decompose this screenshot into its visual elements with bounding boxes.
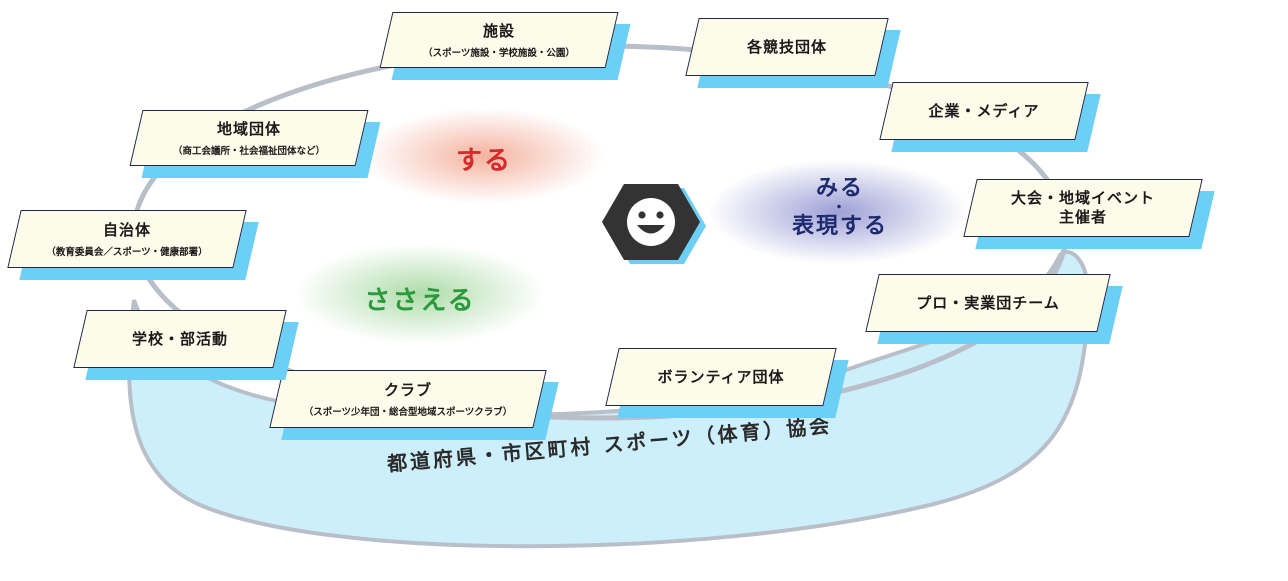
node-local-gov-sub: （教育委員会／スポーツ・健康部署） [46, 246, 208, 258]
miru-glow [708, 160, 968, 264]
node-community-groups: 地域団体 （商工会議所・社会福祉団体など） [129, 110, 381, 178]
node-sports-orgs-title: 各競技団体 [746, 37, 827, 56]
role-suru: する [434, 140, 534, 177]
node-clubs-sub: （スポーツ少年団・総合型地域スポーツクラブ） [303, 406, 513, 418]
node-clubs-title: クラブ [383, 380, 432, 399]
node-schools: 学校・部活動 [73, 310, 299, 380]
role-miru: みる ・ 表現する [770, 178, 910, 238]
node-companies-media: 企業・メディア [879, 82, 1101, 152]
node-pro-teams-title: プロ・実業団チーム [916, 293, 1060, 312]
node-facilities: 施設 （スポーツ施設・学校施設・公園） [379, 12, 631, 80]
role-miru-line2: ・ [832, 200, 848, 216]
smiling-face-hexagon-icon [602, 184, 706, 264]
node-event-organizers: 大会・地域イベント 主催者 [963, 179, 1215, 249]
node-sports-orgs: 各競技団体 [685, 18, 901, 88]
node-companies-media-title: 企業・メディア [928, 101, 1040, 120]
node-community-groups-title: 地域団体 [216, 119, 281, 138]
node-schools-title: 学校・部活動 [131, 329, 228, 348]
node-clubs: クラブ （スポーツ少年団・総合型地域スポーツクラブ） [269, 370, 559, 440]
node-event-organizers-title2: 主催者 [1058, 208, 1107, 226]
node-community-groups-sub: （商工会議所・社会福祉団体など） [172, 145, 325, 157]
suru-glow [364, 108, 604, 204]
role-sasaeru: ささえる [350, 280, 490, 317]
node-facilities-sub: （スポーツ施設・学校施設・公園） [423, 47, 575, 59]
role-suru-label: する [455, 146, 512, 176]
sasaeru-glow [295, 244, 545, 344]
node-local-gov-title: 自治体 [102, 220, 151, 239]
role-miru-line3: 表現する [791, 214, 888, 239]
role-miru-line1: みる [815, 176, 864, 201]
node-facilities-title: 施設 [482, 21, 515, 40]
role-sasaeru-label: ささえる [364, 286, 476, 316]
node-volunteers: ボランティア団体 [605, 348, 849, 418]
node-local-gov: 自治体 （教育委員会／スポーツ・健康部署） [7, 210, 259, 280]
node-pro-teams: プロ・実業団チーム [865, 274, 1123, 344]
node-volunteers-title: ボランティア団体 [657, 367, 785, 386]
node-event-organizers-title: 大会・地域イベント [1010, 189, 1155, 207]
